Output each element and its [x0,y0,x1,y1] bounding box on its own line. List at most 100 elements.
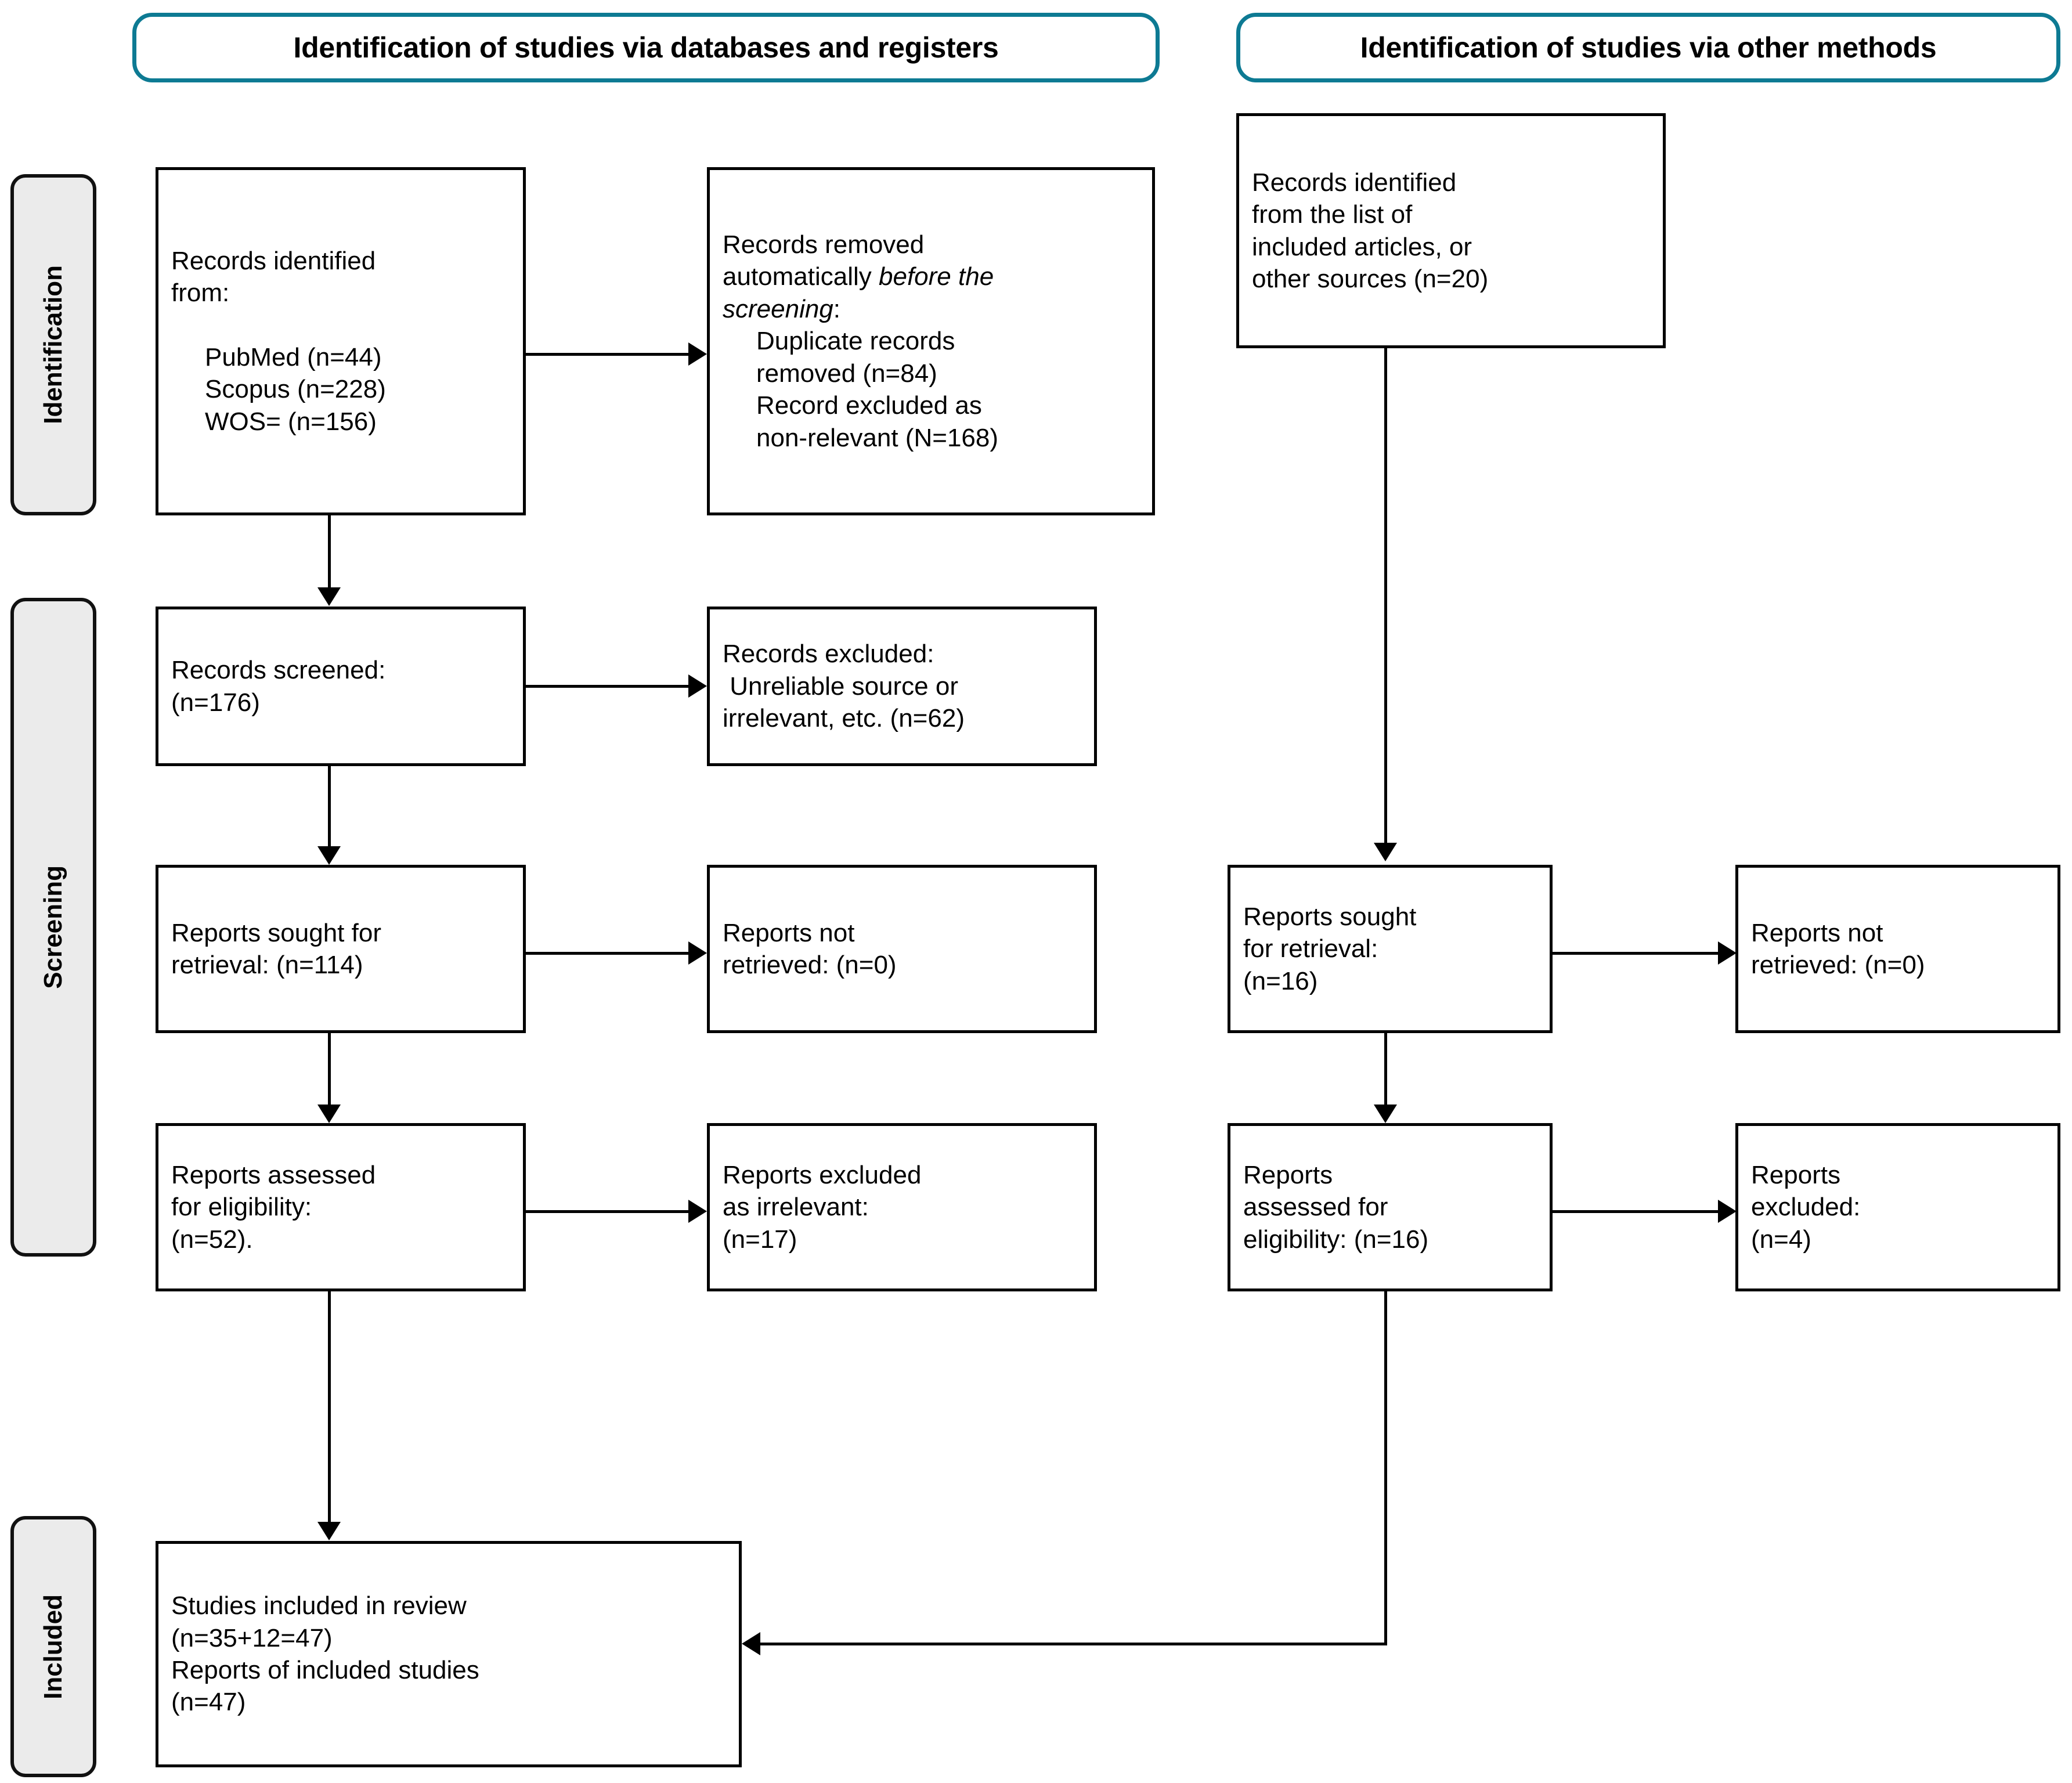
connector-assessed-to-excluded [526,1210,688,1213]
stage-label-screening: Screening [10,598,96,1257]
reports-excluded-db-line3: (n=17) [723,1225,797,1254]
box-records-screened: Records screened: (n=176) [156,607,526,766]
arrowhead-sought-to-notretrieved [688,941,707,965]
arrowhead-assessed-other-to-excluded [1718,1200,1737,1223]
reports-sought-db-line1: Reports sought for [171,918,381,947]
connector-screened-to-sought [328,766,331,847]
stage-label-included-text: Included [39,1594,67,1699]
box-records-excluded: Records excluded: Unreliable source or i… [707,607,1097,766]
records-screened-line2: (n=176) [171,688,260,717]
header-other-methods: Identification of studies via other meth… [1236,13,2060,82]
connector-identified-to-screened [328,515,331,588]
header-databases-registers: Identification of studies via databases … [132,13,1160,82]
connector-sought-other-to-assessed [1384,1033,1387,1106]
connector-screened-to-excluded [526,685,688,688]
records-removed-line3: screening: [723,293,1139,325]
records-excluded-line3: irrelevant, etc. (n=62) [723,704,965,733]
reports-assessed-other-line1: Reports [1243,1160,1333,1189]
reports-excluded-other-line2: excluded: [1751,1193,1861,1222]
connector-assessed-other-to-included-vertical [1384,1291,1387,1645]
arrowhead-assessed-to-included [317,1522,341,1540]
box-reports-not-retrieved-other: Reports not retrieved: (n=0) [1735,865,2060,1033]
box-reports-sought-other: Reports sought for retrieval: (n=16) [1228,865,1553,1033]
reports-assessed-other-line3: eligibility: (n=16) [1243,1225,1429,1254]
reports-sought-other-line2: for retrieval: [1243,934,1378,963]
records-removed-line2-plain: automatically [723,262,879,291]
records-identified-other-line1: Records identified [1252,168,1457,197]
box-records-removed-automatically: Records removed automatically before the… [707,167,1155,515]
stage-label-identification-text: Identification [39,265,67,424]
records-identified-source-pubmed: PubMed (n=44) [205,343,382,371]
arrowhead-identified-to-removed [688,342,707,366]
arrowhead-screened-to-excluded [688,674,707,698]
connector-assessed-to-included [328,1291,331,1524]
records-identified-source-scopus: Scopus (n=228) [205,375,386,404]
connector-assessed-other-to-excluded [1553,1210,1720,1213]
box-studies-included: Studies included in review (n=35+12=47) … [156,1541,742,1767]
arrowhead-other-to-sought [1374,843,1397,861]
records-excluded-line2: Unreliable source or [723,672,958,701]
reports-excluded-db-line2: as irrelevant: [723,1193,869,1222]
records-removed-nonrelevant-line1: Record excluded as [756,391,982,420]
studies-included-line1: Studies included in review [171,1591,467,1620]
arrowhead-screened-to-sought [317,846,341,865]
reports-not-retrieved-other-line2: retrieved: (n=0) [1751,951,1925,979]
records-removed-line2-italic: before the [879,262,994,291]
records-removed-nonrelevant-line2: non-relevant (N=168) [756,423,999,452]
stage-label-included: Included [10,1516,96,1777]
records-removed-line3-italic: screening [723,294,833,323]
reports-sought-db-line2: retrieval: (n=114) [171,951,363,979]
reports-excluded-other-line3: (n=4) [1751,1225,1811,1254]
records-removed-duplicate-line2: removed (n=84) [756,359,937,388]
connector-assessed-other-to-included-horizontal [760,1643,1386,1645]
stage-label-identification: Identification [10,174,96,515]
reports-excluded-db-line1: Reports excluded [723,1160,922,1189]
arrowhead-identified-to-screened [317,587,341,606]
arrowhead-assessed-other-to-included [742,1632,760,1655]
connector-sought-other-to-notretrieved [1553,952,1720,955]
records-identified-other-line3: included articles, or [1252,232,1472,261]
box-reports-assessed-databases: Reports assessed for eligibility: (n=52)… [156,1123,526,1291]
connector-other-to-sought [1384,348,1387,844]
records-identified-other-line2: from the list of [1252,200,1413,229]
studies-included-line4: (n=47) [171,1688,246,1717]
records-identified-line2: from: [171,279,230,308]
reports-sought-other-line1: Reports sought [1243,902,1417,931]
header-other-methods-label: Identification of studies via other meth… [1360,31,1937,64]
box-reports-assessed-other: Reports assessed for eligibility: (n=16) [1228,1123,1553,1291]
arrowhead-sought-other-to-assessed [1374,1105,1397,1123]
arrowhead-sought-other-to-notretrieved [1718,941,1737,965]
studies-included-line2: (n=35+12=47) [171,1623,333,1652]
arrowhead-assessed-to-excluded [688,1200,707,1223]
records-identified-spacer [171,309,510,341]
reports-not-retrieved-db-line1: Reports not [723,918,855,947]
records-identified-other-line4: other sources (n=20) [1252,264,1489,293]
records-removed-line2: automatically before the [723,261,1139,293]
records-excluded-line1: Records excluded: [723,640,934,669]
box-records-identified-databases: Records identified from: PubMed (n=44) S… [156,167,526,515]
reports-not-retrieved-other-line1: Reports not [1751,918,1883,947]
box-reports-sought-databases: Reports sought for retrieval: (n=114) [156,865,526,1033]
records-screened-line1: Records screened: [171,656,386,685]
reports-assessed-db-line1: Reports assessed [171,1160,376,1189]
connector-sought-to-assessed [328,1033,331,1106]
reports-sought-other-line3: (n=16) [1243,966,1318,995]
connector-sought-to-notretrieved [526,952,688,955]
box-reports-not-retrieved-databases: Reports not retrieved: (n=0) [707,865,1097,1033]
records-removed-line1: Records removed [723,230,925,259]
box-records-identified-other: Records identified from the list of incl… [1236,113,1666,348]
reports-assessed-other-line2: assessed for [1243,1193,1388,1222]
records-identified-source-wos: WOS= (n=156) [205,407,377,436]
box-reports-excluded-other: Reports excluded: (n=4) [1735,1123,2060,1291]
reports-assessed-db-line3: (n=52). [171,1225,253,1254]
reports-excluded-other-line1: Reports [1751,1160,1841,1189]
header-databases-registers-label: Identification of studies via databases … [293,31,999,64]
connector-identified-to-removed [526,353,688,356]
records-removed-duplicate-line1: Duplicate records [756,327,955,356]
records-identified-line1: Records identified [171,246,376,275]
reports-assessed-db-line2: for eligibility: [171,1193,312,1222]
studies-included-line3: Reports of included studies [171,1656,479,1684]
reports-not-retrieved-db-line2: retrieved: (n=0) [723,951,897,979]
arrowhead-sought-to-assessed [317,1105,341,1123]
